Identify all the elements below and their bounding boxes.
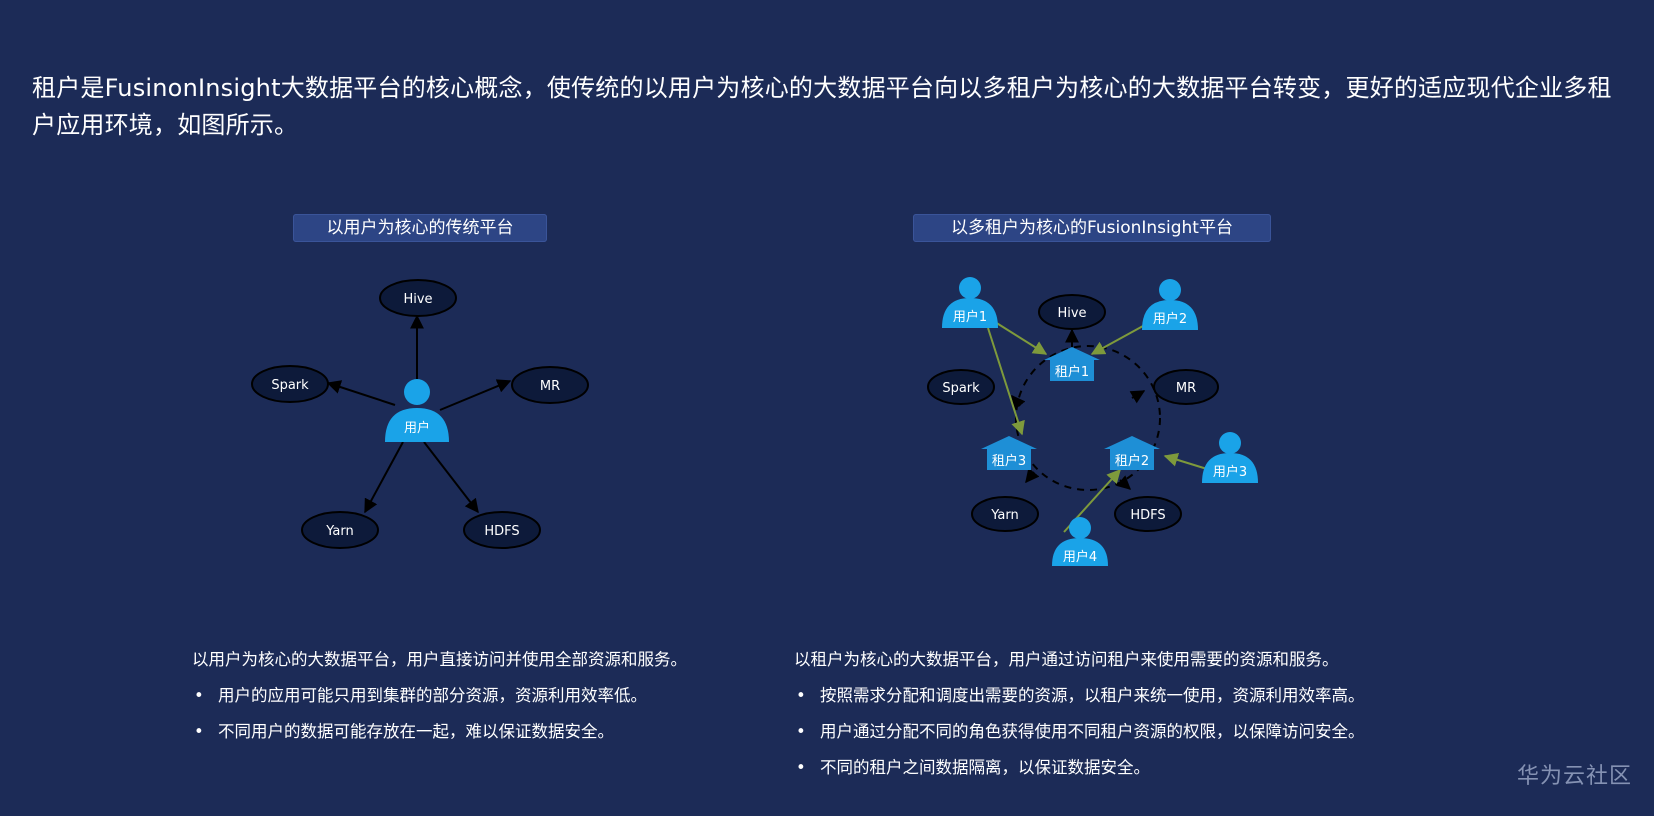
svg-text:用户: 用户 xyxy=(404,420,430,436)
intro-text: 租户是FusinonInsight大数据平台的核心概念，使传统的以用户为核心的大… xyxy=(32,74,1612,139)
right-caption: 以租户为核心的大数据平台，用户通过访问租户来使用需要的资源和服务。 按照需求分配… xyxy=(794,642,1365,786)
edge-user-mr xyxy=(439,379,512,411)
left-panel-title: 以用户为核心的传统平台 xyxy=(293,214,547,242)
svg-text:用户1: 用户1 xyxy=(953,309,987,325)
tenant-2-icon: 租户2 xyxy=(1104,436,1160,470)
node-hive: Hive xyxy=(379,279,457,317)
node-spark: Spark xyxy=(927,369,995,405)
edge-user-hdfs xyxy=(423,441,479,514)
svg-text:租户2: 租户2 xyxy=(1115,453,1149,469)
svg-text:Spark: Spark xyxy=(271,378,309,393)
edge-user3-tenant2 xyxy=(1163,453,1208,470)
svg-text:租户3: 租户3 xyxy=(992,453,1026,469)
svg-text:Yarn: Yarn xyxy=(990,508,1018,523)
edge-user-yarn xyxy=(364,441,404,514)
edge-ring-spark xyxy=(1011,394,1026,411)
svg-text:MR: MR xyxy=(1176,381,1196,396)
svg-text:Spark: Spark xyxy=(942,381,980,396)
list-item: 用户的应用可能只用到集群的部分资源，资源利用效率低。 xyxy=(192,678,687,714)
svg-text:Yarn: Yarn xyxy=(325,524,353,539)
left-caption-list: 用户的应用可能只用到集群的部分资源，资源利用效率低。 不同用户的数据可能存放在一… xyxy=(192,678,687,750)
node-mr: MR xyxy=(1153,369,1219,405)
svg-text:用户3: 用户3 xyxy=(1213,464,1247,480)
left-caption: 以用户为核心的大数据平台，用户直接访问并使用全部资源和服务。 用户的应用可能只用… xyxy=(192,642,687,750)
node-yarn: Yarn xyxy=(971,496,1039,532)
tenant-1-icon: 租户1 xyxy=(1044,347,1100,381)
svg-text:Hive: Hive xyxy=(403,292,432,307)
left-diagram: Hive Spark MR Yarn HDFS 用户 xyxy=(251,279,589,549)
edge-user1-tenant1 xyxy=(994,321,1048,355)
svg-text:租户1: 租户1 xyxy=(1055,364,1089,380)
svg-text:用户4: 用户4 xyxy=(1063,549,1097,565)
right-diagram: Hive Spark MR Yarn HDFS 租户1 租户2 租 xyxy=(927,277,1258,566)
list-item: 不同的租户之间数据隔离，以保证数据安全。 xyxy=(794,750,1365,786)
list-item: 用户通过分配不同的角色获得使用不同租户资源的权限，以保障访问安全。 xyxy=(794,714,1365,750)
node-hdfs: HDFS xyxy=(463,511,541,549)
user-1-icon: 用户1 xyxy=(942,277,998,328)
user-2-icon: 用户2 xyxy=(1142,279,1198,330)
node-hdfs: HDFS xyxy=(1114,496,1182,532)
tenant-3-icon: 租户3 xyxy=(981,436,1037,470)
user-icon: 用户 xyxy=(385,379,449,442)
edge-ring-hdfs xyxy=(1115,475,1132,490)
node-yarn: Yarn xyxy=(301,511,379,549)
user-3-icon: 用户3 xyxy=(1202,432,1258,483)
svg-text:Hive: Hive xyxy=(1057,306,1086,321)
node-spark: Spark xyxy=(251,365,329,403)
right-caption-list: 按照需求分配和调度出需要的资源，以租户来统一使用，资源利用效率高。 用户通过分配… xyxy=(794,678,1365,786)
node-mr: MR xyxy=(511,366,589,404)
edge-ring-mr xyxy=(1129,390,1146,404)
edge-user1-tenant3 xyxy=(987,327,1025,436)
svg-text:MR: MR xyxy=(540,379,560,394)
list-item: 按照需求分配和调度出需要的资源，以租户来统一使用，资源利用效率高。 xyxy=(794,678,1365,714)
edge-ring-yarn xyxy=(1025,467,1040,484)
left-caption-heading: 以用户为核心的大数据平台，用户直接访问并使用全部资源和服务。 xyxy=(192,650,687,669)
right-caption-heading: 以租户为核心的大数据平台，用户通过访问租户来使用需要的资源和服务。 xyxy=(794,650,1339,669)
svg-text:HDFS: HDFS xyxy=(484,524,519,539)
edge-user2-tenant1 xyxy=(1090,325,1144,355)
right-panel-title: 以多租户为核心的FusionInsight平台 xyxy=(913,214,1271,242)
watermark: 华为云社区 xyxy=(1516,764,1632,789)
svg-text:HDFS: HDFS xyxy=(1130,508,1165,523)
edge-user-spark xyxy=(326,380,396,406)
svg-text:用户2: 用户2 xyxy=(1153,311,1187,327)
user-4-icon: 用户4 xyxy=(1052,517,1108,566)
list-item: 不同用户的数据可能存放在一起，难以保证数据安全。 xyxy=(192,714,687,750)
node-hive: Hive xyxy=(1038,294,1106,330)
